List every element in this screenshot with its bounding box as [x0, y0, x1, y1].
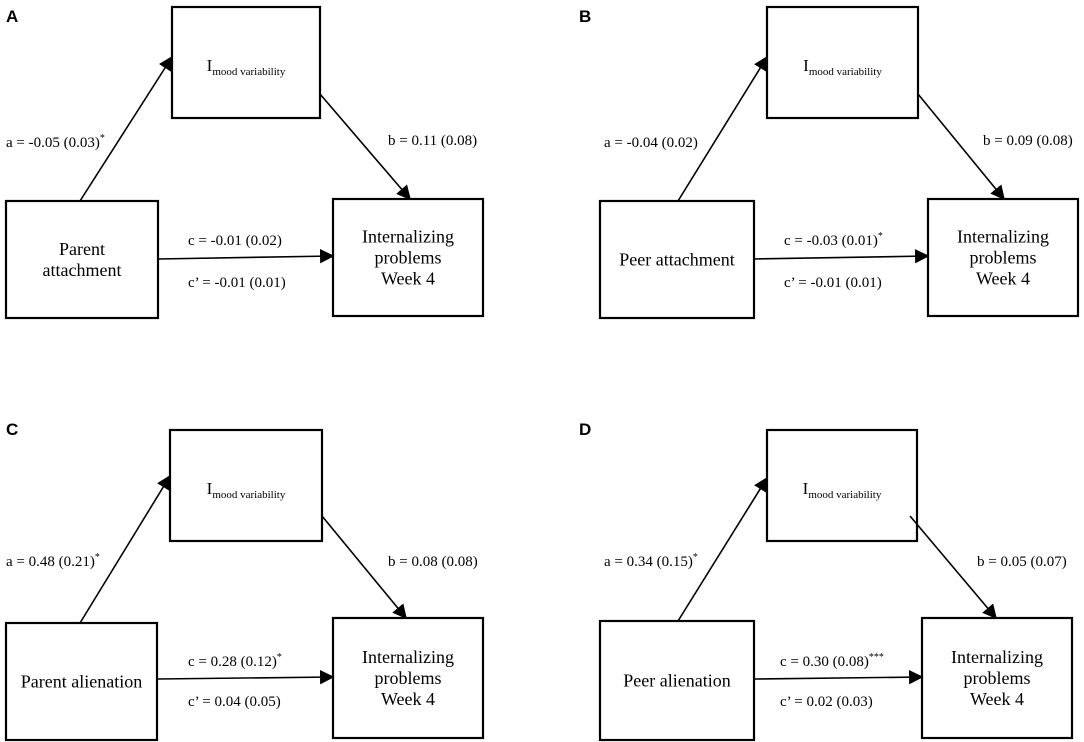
path-b-label-value: b = 0.08 (0.08): [388, 554, 478, 570]
path-a-label-significance: *: [693, 552, 698, 563]
path-c-arrow: [753, 249, 930, 264]
path-c-label-value: c = -0.01 (0.02): [188, 233, 282, 249]
outcome-label: problems: [970, 248, 1037, 268]
path-c-prime-label: c’ = -0.01 (0.01): [784, 275, 882, 291]
path-c-label: c = -0.03 (0.01)*: [784, 231, 883, 249]
path-b-label-value: b = 0.11 (0.08): [388, 133, 477, 149]
path-c-arrow: [157, 249, 335, 264]
outcome-label: Week 4: [970, 689, 1024, 709]
path-a-label: a = -0.04 (0.02): [604, 135, 698, 151]
outcome-label: problems: [375, 248, 442, 268]
mediator-subscript: mood variability: [212, 489, 286, 501]
path-b-label: b = 0.09 (0.08): [983, 133, 1073, 149]
path-b-label-value: b = 0.05 (0.07): [977, 554, 1067, 570]
outcome-label: Internalizing: [951, 647, 1043, 667]
predictor-label: Peer alienation: [623, 671, 730, 691]
path-c-label-significance: ***: [869, 652, 884, 663]
predictor-box: [598, 619, 756, 742]
path-c-label-significance: *: [277, 652, 282, 663]
path-b-label-value: b = 0.09 (0.08): [983, 133, 1073, 149]
outcome-label: problems: [375, 668, 442, 688]
path-c-prime-label-value: c’ = 0.02 (0.03): [780, 694, 873, 710]
path-b-label: b = 0.05 (0.07): [977, 554, 1067, 570]
mediator-box: [765, 5, 920, 120]
path-a-label-significance: *: [100, 133, 105, 144]
panel-letter: D: [579, 420, 591, 439]
path-b-arrow: [321, 515, 407, 620]
predictor-box: [4, 199, 160, 320]
path-c-label-value: c = 0.30 (0.08): [780, 654, 869, 670]
path-c-prime-label: c’ = 0.04 (0.05): [188, 694, 281, 710]
predictor-label: attachment: [43, 260, 122, 280]
mediator-label: Imood variability: [207, 56, 286, 78]
outcome-label: Internalizing: [957, 227, 1049, 247]
predictor-label: Peer attachment: [619, 250, 734, 270]
mediator-subscript: mood variability: [809, 66, 883, 78]
path-b-arrow: [909, 515, 997, 620]
outcome-box: [331, 616, 485, 740]
outcome-label: problems: [964, 668, 1031, 688]
path-c-label-value: c = 0.28 (0.12): [188, 654, 277, 670]
path-c-label-significance: *: [878, 231, 883, 242]
mediator-symbol: I: [803, 479, 809, 498]
path-b-arrow: [917, 93, 1005, 201]
path-c-label: c = 0.28 (0.12)*: [188, 652, 282, 670]
path-b-label: b = 0.11 (0.08): [388, 133, 477, 149]
path-a-label-value: a = -0.04 (0.02): [604, 135, 698, 151]
path-a-label-value: a = -0.05 (0.03): [6, 135, 100, 151]
path-c-label-value: c = -0.03 (0.01): [784, 233, 878, 249]
outcome-label: Internalizing: [362, 227, 454, 247]
path-a-label: a = 0.34 (0.15)*: [604, 552, 698, 570]
panel-letter: B: [579, 7, 591, 26]
outcome-label: Week 4: [976, 269, 1030, 289]
mediator-label: Imood variability: [803, 479, 882, 501]
path-c-arrow: [753, 669, 924, 685]
path-c-prime-label-value: c’ = 0.04 (0.05): [188, 694, 281, 710]
predictor-label: Parent: [59, 239, 105, 259]
path-a-label-significance: *: [95, 552, 100, 563]
predictor-box: [598, 199, 756, 320]
mediator-box: [168, 428, 324, 543]
mediator-box: [765, 428, 919, 543]
path-a-arrow: [677, 476, 768, 622]
outcome-box: [920, 616, 1074, 740]
outcome-label: Internalizing: [362, 647, 454, 667]
outcome-label: Week 4: [381, 689, 435, 709]
path-b-label: b = 0.08 (0.08): [388, 554, 478, 570]
predictor-label: Parent alienation: [21, 672, 142, 692]
mediator-symbol: I: [207, 56, 213, 75]
path-c-label: c = -0.01 (0.02): [188, 233, 282, 249]
path-c-prime-label: c’ = -0.01 (0.01): [188, 275, 286, 291]
outcome-label: Week 4: [381, 269, 435, 289]
path-c-prime-label-value: c’ = -0.01 (0.01): [188, 275, 286, 291]
path-c-prime-label: c’ = 0.02 (0.03): [780, 694, 873, 710]
mediator-label: Imood variability: [207, 479, 286, 501]
mediator-symbol: I: [803, 56, 809, 75]
path-a-label: a = -0.05 (0.03)*: [6, 133, 105, 151]
panel-letter: C: [6, 420, 18, 439]
path-a-label: a = 0.48 (0.21)*: [6, 552, 100, 570]
mediator-subscript: mood variability: [212, 66, 286, 78]
mediator-label: Imood variability: [803, 56, 882, 78]
predictor-box: [4, 621, 159, 742]
panel-letter: A: [6, 7, 18, 26]
mediator-subscript: mood variability: [808, 489, 882, 501]
path-a-label-value: a = 0.34 (0.15): [604, 554, 693, 570]
path-c-prime-label-value: c’ = -0.01 (0.01): [784, 275, 882, 291]
path-a-arrow: [79, 474, 171, 624]
path-a-arrow: [677, 55, 768, 202]
path-c-arrow: [156, 669, 335, 685]
mediator-box: [170, 5, 322, 120]
mediator-symbol: I: [207, 479, 213, 498]
path-a-label-value: a = 0.48 (0.21): [6, 554, 95, 570]
path-a-arrow: [79, 55, 173, 202]
path-b-arrow: [319, 93, 411, 201]
path-c-label: c = 0.30 (0.08)***: [780, 652, 884, 670]
